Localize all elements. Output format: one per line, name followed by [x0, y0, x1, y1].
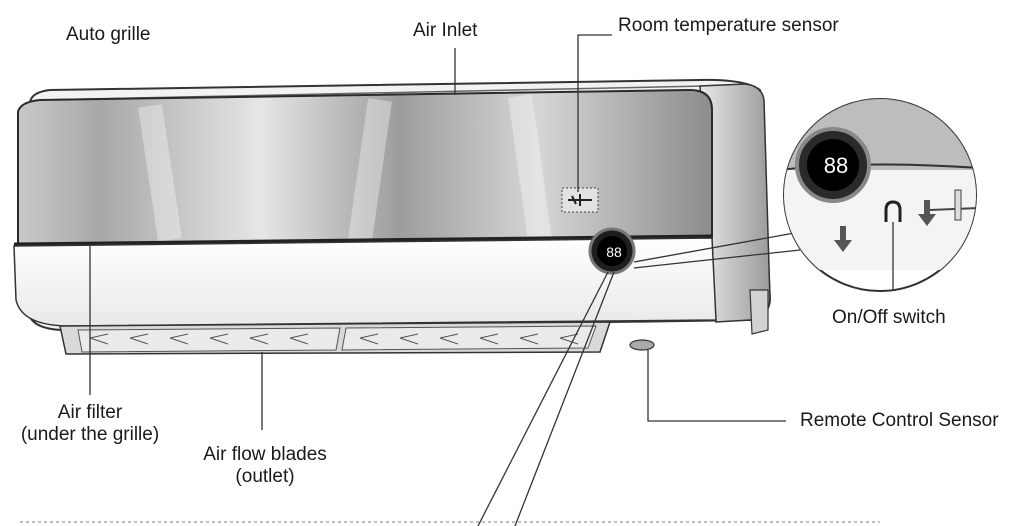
- auto-grille-panel: [17, 88, 713, 246]
- air-flow-blades: [59, 321, 612, 355]
- leader-remote-sensor: [647, 350, 786, 422]
- zoom-detail: 88: [783, 98, 977, 292]
- display-callout-lines: [477, 271, 615, 526]
- label-room-temperature-sensor: Room temperature sensor: [618, 15, 839, 36]
- label-remote-control-sensor: Remote Control Sensor: [800, 410, 999, 431]
- zoom-connector: [633, 231, 801, 269]
- label-air-flow-blades: Air flow blades (outlet): [180, 444, 350, 488]
- grille-reflection: [138, 94, 552, 242]
- zoom-display-digits: 88: [824, 153, 848, 178]
- down-arrow-icon: [918, 200, 936, 226]
- down-arrow-icon: [834, 226, 852, 252]
- label-air-filter: Air filter (under the grille): [0, 402, 180, 446]
- room-temperature-sensor-icon: [561, 187, 599, 213]
- label-air-flow-blades-line1: Air flow blades: [203, 444, 327, 465]
- label-air-filter-line2: (under the grille): [20, 424, 160, 445]
- label-air-filter-line1: Air filter: [57, 402, 123, 423]
- label-auto-grille: Auto grille: [66, 24, 151, 45]
- unit-display: 88: [588, 227, 636, 275]
- on-off-switch: [884, 200, 902, 222]
- unit-display-digits: 88: [606, 244, 622, 260]
- label-on-off-switch: On/Off switch: [832, 307, 946, 328]
- leader-room-temp-sensor: [577, 34, 612, 192]
- remote-control-sensor: [629, 339, 655, 351]
- label-air-flow-blades-line2: (outlet): [235, 466, 295, 487]
- label-air-inlet: Air Inlet: [413, 20, 478, 41]
